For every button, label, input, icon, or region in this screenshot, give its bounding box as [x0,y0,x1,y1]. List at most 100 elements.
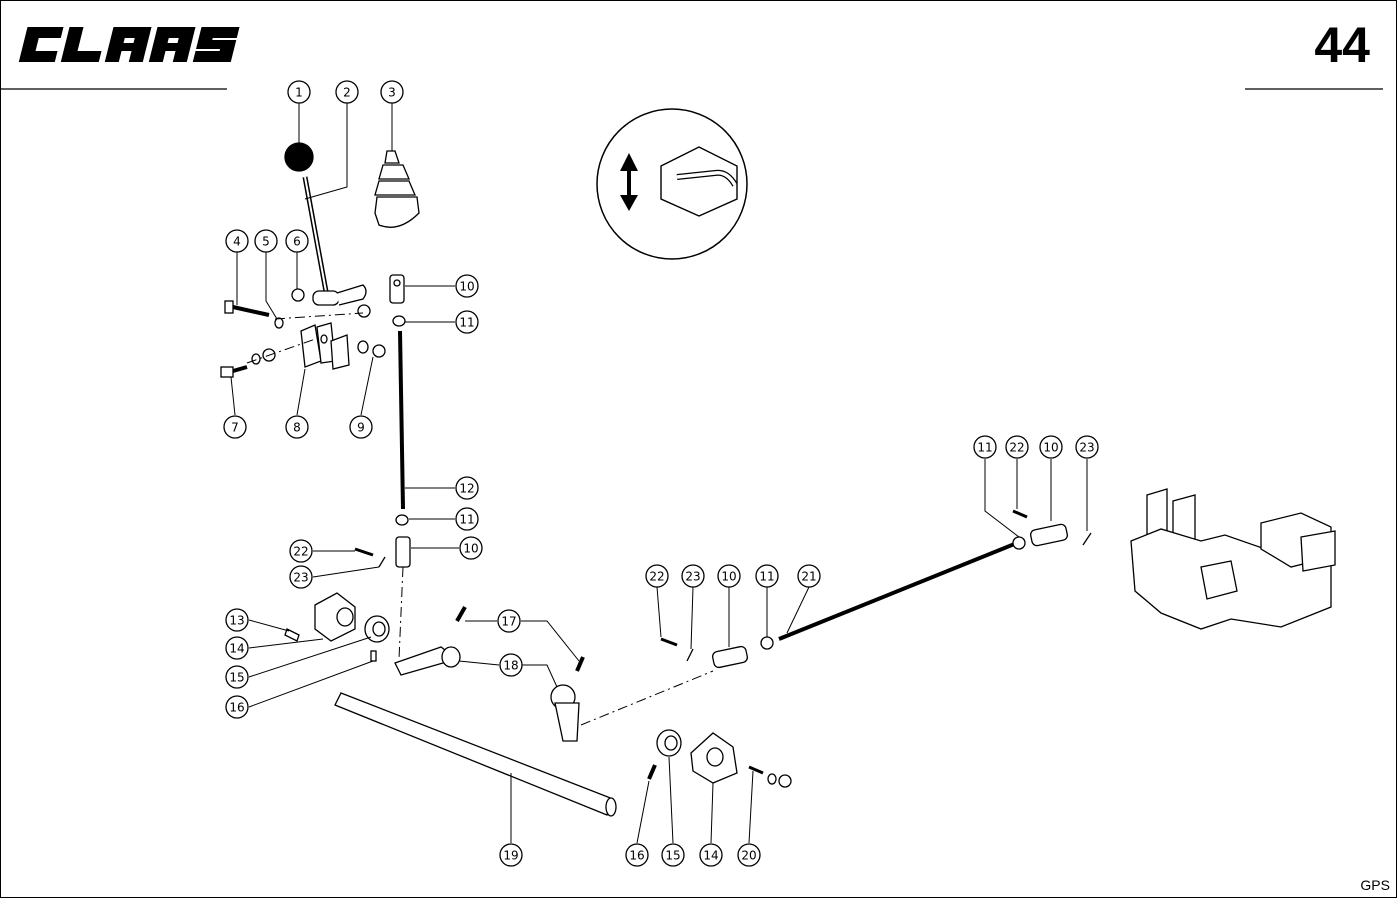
callout-number: 12 [459,482,474,496]
callout-number: 16 [629,849,644,863]
nut-11-lower [395,514,409,526]
callout-3: 3 [380,80,404,104]
threaded-rod-21 [778,541,1018,641]
callout-circle [225,695,249,719]
leader-lines [230,103,1088,844]
assembly-centerlines [246,312,714,726]
callout-22: 22 [645,564,669,588]
callout-number: 6 [293,235,301,249]
callout-number: 21 [801,570,816,584]
pin-22-center [660,637,678,647]
callout-9: 9 [349,415,373,439]
callout-number: 4 [233,235,241,249]
callout-18: 18 [499,653,523,677]
clevis-center [711,645,749,669]
callout-number: 17 [501,615,516,629]
callout-circle [499,843,523,867]
callout-number: 11 [459,316,474,330]
callout-circle [973,435,997,459]
callout-number: 2 [343,86,351,100]
callout-21: 21 [797,564,821,588]
callout-number: 10 [721,570,736,584]
callout-19: 19 [499,843,523,867]
callout-number: 8 [293,421,301,435]
callout-10: 10 [1039,435,1063,459]
clevis-lower [395,536,411,568]
set-screw-left [370,650,377,662]
callout-circle [455,274,479,298]
callout-2: 2 [335,80,359,104]
main-shaft-19 [334,692,617,817]
callout-circle [223,415,247,439]
callout-number: 11 [759,570,774,584]
callout-number: 15 [229,671,244,685]
callout-1: 1 [287,80,311,104]
callout-number: 10 [1043,441,1058,455]
washer-5 [274,317,284,329]
bolt-20 [748,765,764,775]
callout-8: 8 [285,415,309,439]
callout-7: 7 [223,415,247,439]
callout-number: 23 [685,570,700,584]
shift-pattern-inset [596,108,748,260]
callout-10: 10 [717,564,741,588]
callout-circle [225,636,249,660]
callout-17: 17 [497,609,521,633]
callout-number: 15 [665,849,680,863]
callout-circle [349,415,373,439]
callout-circle [285,415,309,439]
callout-number: 10 [459,280,474,294]
callout-circle [289,565,313,589]
parts-linework [220,142,1336,817]
bolt-4 [224,300,234,314]
callout-circle [681,564,705,588]
callout-number: 7 [231,421,239,435]
callout-number: 14 [703,849,718,863]
callout-circle [1075,435,1099,459]
lever-pivot [312,290,340,306]
callout-number: 1 [295,86,303,100]
callout-number: 11 [459,513,474,527]
up-down-arrow-icon [620,153,638,211]
grease-nipple-13 [284,628,300,642]
callout-number: 19 [503,849,518,863]
callout-number: 10 [463,542,478,556]
callout-circle [459,536,483,560]
callout-circle [225,665,249,689]
callout-11: 11 [455,507,479,531]
pin-22-right [1012,509,1028,519]
callout-11: 11 [973,435,997,459]
callout-23: 23 [681,564,705,588]
callout-16: 16 [625,843,649,867]
callout-number: 13 [229,614,244,628]
clip-23-left [378,556,386,568]
claas-logo [18,27,240,62]
roll-pin-17a [455,606,467,622]
callout-circle [455,476,479,500]
callout-circle [455,507,479,531]
callout-14: 14 [225,636,249,660]
callout-15: 15 [661,843,685,867]
nut-6b [357,304,371,318]
callout-4: 4 [225,229,249,253]
callout-11: 11 [755,564,779,588]
callout-22: 22 [289,539,313,563]
callout-circle [287,80,311,104]
callout-number: 9 [357,421,365,435]
bolt-7 [220,366,234,378]
roll-pin-17b [575,656,585,672]
callout-number: 22 [293,545,308,559]
nut-11-center [760,636,774,650]
callout-number: 16 [229,701,244,715]
callout-14: 14 [699,843,723,867]
callout-circle [455,310,479,334]
gearbox-housing [1130,488,1336,630]
callout-circle [499,653,523,677]
callout-number: 18 [503,659,518,673]
callout-20: 20 [737,843,761,867]
nut-11-upper [392,315,406,327]
callout-circle [380,80,404,104]
callout-number: 5 [262,235,270,249]
